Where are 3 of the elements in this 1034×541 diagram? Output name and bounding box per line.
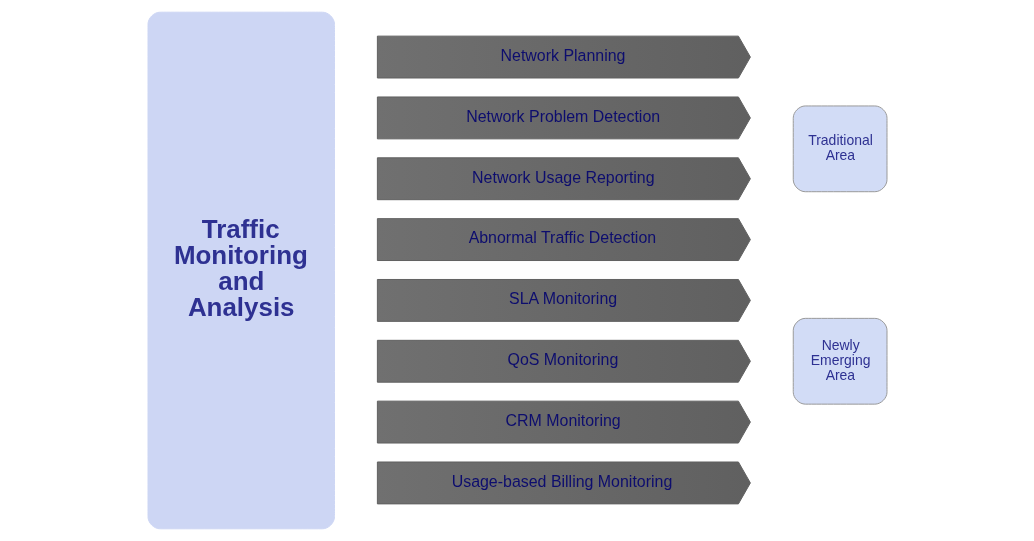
node-box: Traditional Area <box>792 105 887 193</box>
node-box: Newly Emerging Area <box>792 317 887 405</box>
node-box: Traffic Monitoring and Analysis <box>147 11 335 530</box>
